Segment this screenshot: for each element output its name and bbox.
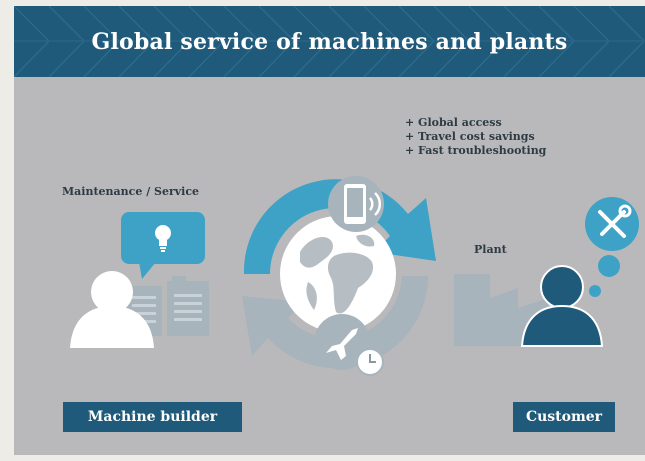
machine-builder-tag: Machine builder	[63, 402, 242, 432]
lightbulb-icon	[155, 225, 171, 252]
benefits-list: + Global access + Travel cost savings + …	[405, 116, 546, 158]
tools-icon	[585, 197, 639, 251]
plant-label: Plant	[474, 243, 507, 256]
maintenance-label: Maintenance / Service	[62, 185, 200, 198]
benefit-item: + Global access	[405, 116, 502, 129]
airplane-icon	[314, 314, 370, 370]
customer-tag: Customer	[513, 402, 615, 432]
machine-builder-figure	[70, 271, 154, 348]
customer-figure	[520, 265, 604, 347]
globe-icon	[280, 216, 396, 332]
benefit-item: + Fast troubleshooting	[405, 144, 547, 157]
benefit-item: + Travel cost savings	[405, 130, 535, 143]
diagram-frame: Global service of machines and plants	[14, 6, 645, 455]
clock-icon	[356, 348, 384, 376]
thought-bubble	[589, 255, 620, 297]
title-banner: Global service of machines and plants	[14, 6, 645, 77]
phone-signal-icon	[328, 176, 384, 232]
page-title: Global service of machines and plants	[91, 28, 568, 55]
banner-pattern	[14, 6, 645, 77]
factory-icon	[454, 274, 548, 346]
diagram-art	[70, 176, 639, 376]
